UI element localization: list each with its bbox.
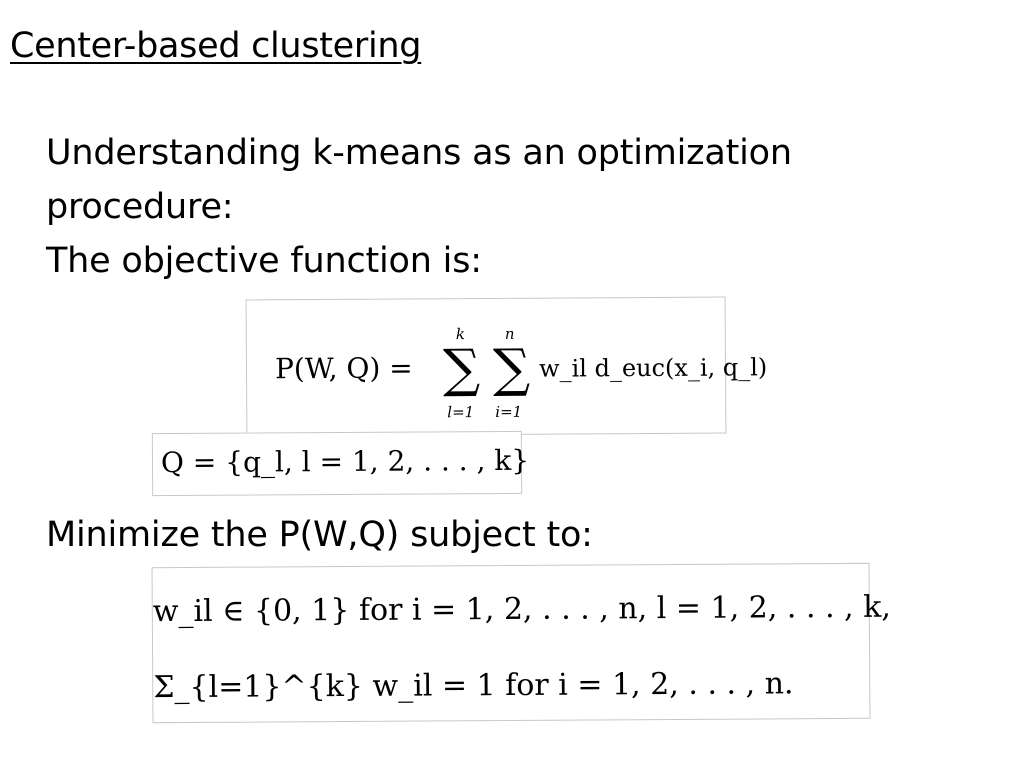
constraint-1: w_il ∈ {0, 1} for i = 1, 2, . . . , n, l… [152, 589, 891, 630]
intro-line-1: Understanding k-means as an optimization [46, 133, 792, 173]
sum1-sigma: ∑ [442, 339, 481, 400]
objective-rhs: w_il d_euc(x_i, q_l) [538, 353, 768, 383]
sum2-sigma: ∑ [492, 338, 531, 399]
objective-lhs: P(W, Q) = [274, 351, 413, 386]
minimize-text: Minimize the P(W,Q) subject to: [46, 515, 593, 555]
constraint-2: Σ_{l=1}^{k} w_il = 1 for i = 1, 2, . . .… [153, 666, 794, 706]
constraints-equation: w_il ∈ {0, 1} for i = 1, 2, . . . , n, l… [151, 562, 891, 724]
objective-equation: P(W, Q) = k ∑ l=1 n ∑ i=1 w_il d_euc(x_i… [245, 296, 767, 437]
centers-formula: Q = {q_l, l = 1, 2, . . . , k} [160, 443, 530, 480]
intro-text: Understanding k-means as an optimization… [46, 126, 926, 288]
centers-equation: Q = {q_l, l = 1, 2, . . . , k} [151, 430, 529, 497]
sum1-lower: l=1 [447, 403, 475, 422]
intro-line-3: The objective function is: [46, 241, 482, 281]
sum2-lower: i=1 [495, 402, 523, 421]
slide-title: Center-based clustering [10, 26, 422, 66]
objective-formula: P(W, Q) = k ∑ l=1 n ∑ i=1 w_il d_euc(x_i… [274, 310, 767, 433]
intro-line-2: procedure: [46, 187, 234, 227]
